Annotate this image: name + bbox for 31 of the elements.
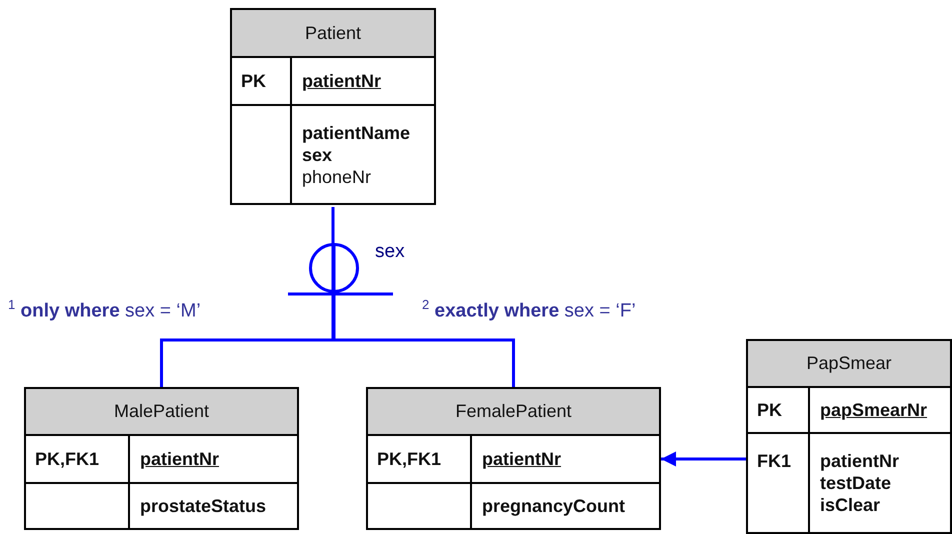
key-label: PK [757, 399, 782, 421]
primary-key-field: patientNr [302, 70, 382, 92]
table-title: PapSmear [748, 341, 950, 388]
table-title: MalePatient [26, 389, 297, 436]
table-title: Patient [232, 10, 434, 58]
attribute-field: phoneNr [302, 166, 372, 188]
entity-table [366, 387, 661, 530]
primary-key-field: patientNr [140, 448, 220, 470]
attribute-field: pregnancyCount [482, 495, 626, 517]
key-label: FK1 [757, 451, 792, 471]
connector-line [332, 207, 336, 342]
key-label: PK,FK1 [377, 448, 442, 470]
attribute-field: sex [302, 144, 332, 166]
entity-table [746, 339, 952, 534]
primary-key-field: papSmearNr [820, 399, 928, 421]
attribute-field: patientNr [820, 450, 900, 472]
attribute-field: testDate [820, 472, 892, 494]
subtype-circle [309, 243, 359, 293]
key-label: PK [241, 70, 266, 92]
table-title: FemalePatient [368, 389, 659, 436]
attribute-field: prostateStatus [140, 495, 266, 517]
key-label: PK,FK1 [35, 448, 100, 470]
attribute-field: patientName [302, 122, 410, 144]
discriminator-label: sex [375, 241, 405, 263]
arrow [661, 452, 746, 466]
constraint-note: $^{2}$ exactly where sex = ‘F’ [422, 297, 636, 322]
entity-table [230, 8, 436, 205]
entity-table [24, 387, 299, 530]
constraint-note: $^{1}$ only where sex = ‘M’ [8, 297, 201, 322]
attribute-field: isClear [820, 494, 880, 516]
primary-key-field: patientNr [482, 448, 562, 470]
